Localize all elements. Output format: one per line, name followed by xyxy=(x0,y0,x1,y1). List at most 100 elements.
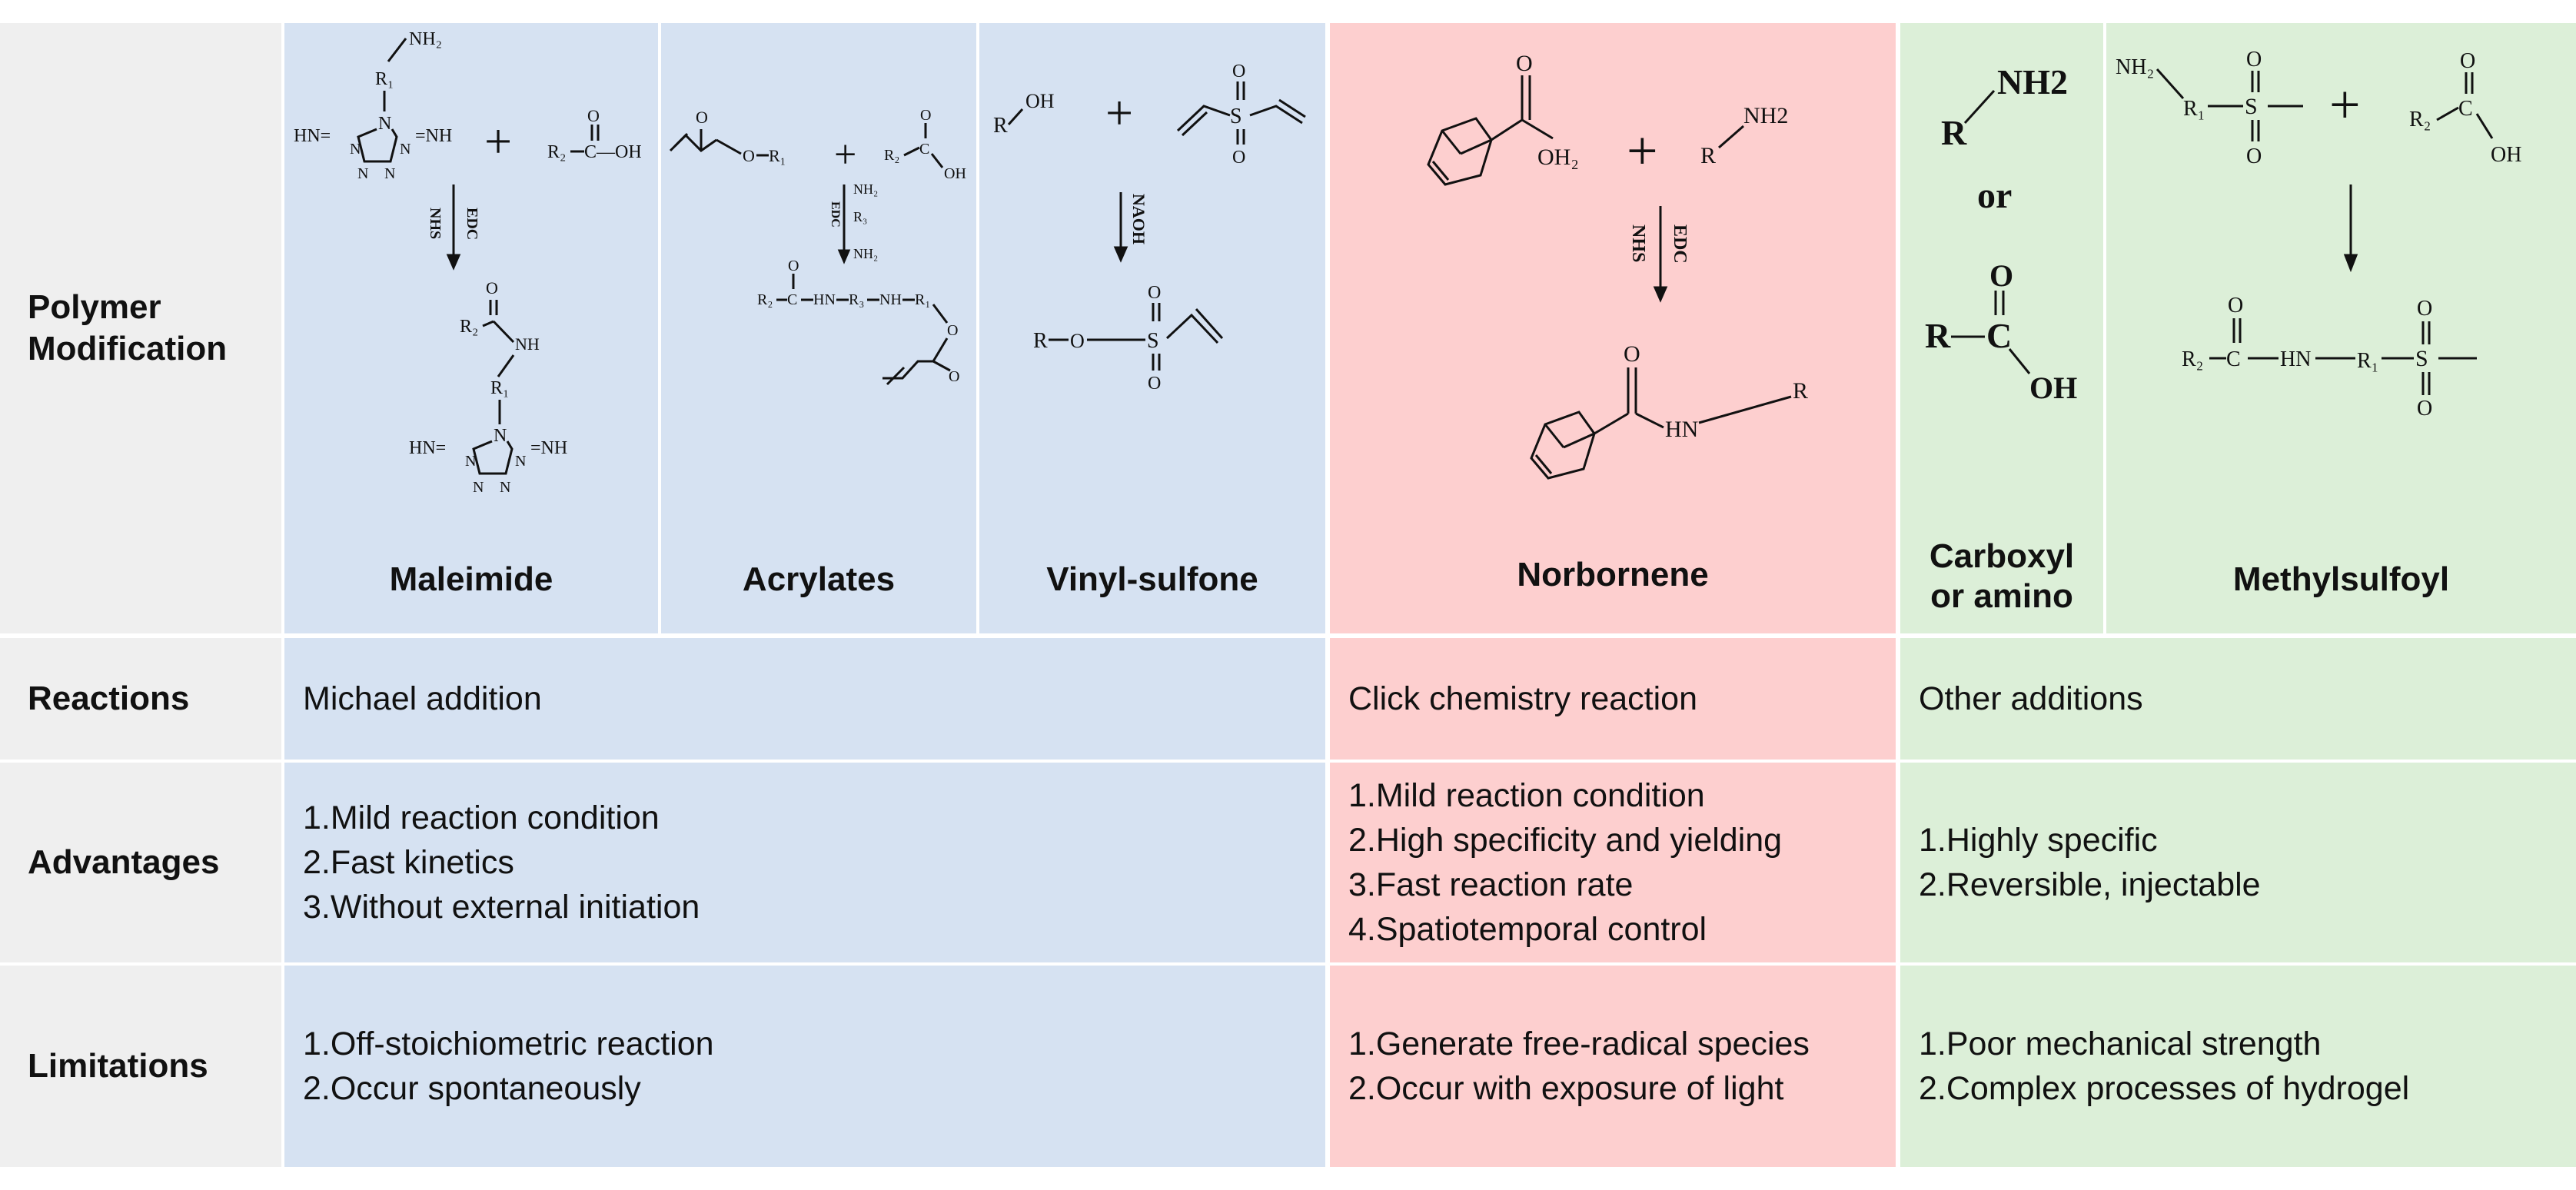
limitations-cell-click: 1.Generate free-radical species 2.Occur … xyxy=(1330,966,1896,1167)
row-header-polymer-modification: Polymer Modification xyxy=(0,23,281,633)
chem-label: O xyxy=(1232,61,1245,81)
reaction-text: Michael addition xyxy=(303,680,542,717)
chem-label: R₂ xyxy=(460,317,478,337)
chem-label: N xyxy=(465,453,476,470)
row-header-limitations: Limitations xyxy=(0,966,281,1167)
chem-label: S xyxy=(2245,94,2258,119)
chem-label: HN xyxy=(2280,347,2311,371)
chem-label: O xyxy=(486,278,498,298)
cell-carboxyl-amino xyxy=(1900,23,2103,633)
chem-label: O xyxy=(920,107,931,124)
chem-label: O xyxy=(947,322,958,339)
row-header-label: Advantages xyxy=(28,843,220,881)
norbornene-scheme: O OH₂ + R NH2 EDC NHS O HN R xyxy=(1427,51,1808,480)
row-header-label: Polymer Modification xyxy=(28,288,228,367)
chem-label: O xyxy=(743,146,755,165)
row-header-label: Reactions xyxy=(28,680,190,717)
chem-label: HN xyxy=(1665,417,1698,442)
chem-label: C xyxy=(919,141,929,158)
label-carboxyl: Carboxyl xyxy=(1929,537,2075,575)
chem-label: O xyxy=(2417,297,2432,321)
chem-label: HN= xyxy=(409,438,446,458)
chem-label: N xyxy=(500,479,510,496)
advantage-item: 2.Reversible, injectable xyxy=(1919,866,2261,903)
advantage-item: 1.Mild reaction condition xyxy=(1348,777,1705,814)
label-carboxyl-amino: Carboxyl or amino xyxy=(1900,537,2103,617)
chem-label: O xyxy=(1148,283,1161,303)
advantage-item: 2.Fast kinetics xyxy=(303,844,514,881)
reaction-cell-michael: Michael addition xyxy=(284,638,1325,760)
chem-label: N xyxy=(515,453,526,470)
chem-label: O xyxy=(2246,145,2262,168)
chem-label: N xyxy=(400,141,410,158)
chem-label: R xyxy=(993,114,1008,138)
chem-label: R₁ xyxy=(915,291,930,308)
chem-label: C xyxy=(1986,316,2012,355)
chem-label: O xyxy=(1070,330,1085,352)
cell-maleimide xyxy=(284,23,658,633)
plus-icon: + xyxy=(834,133,856,177)
reagent-nhs: NHS xyxy=(427,208,444,239)
advantages-cell-michael: 1.Mild reaction condition 2.Fast kinetic… xyxy=(284,763,1325,962)
chem-label: R₂ xyxy=(757,291,773,308)
chem-label: NH₂ xyxy=(409,29,442,49)
chem-label: O xyxy=(2246,48,2262,71)
chem-label: R xyxy=(1033,329,1048,353)
limitation-item: 1.Poor mechanical strength xyxy=(1919,1025,2322,1062)
chem-label: S xyxy=(1230,105,1242,128)
advantage-item: 2.High specificity and yielding xyxy=(1348,822,1783,859)
limitation-item: 2.Occur spontaneously xyxy=(303,1070,641,1107)
chem-label: R₁ xyxy=(2357,349,2378,373)
chem-label: S xyxy=(2415,346,2428,371)
plus-icon: + xyxy=(2329,74,2361,135)
cell-norbornene xyxy=(1330,23,1896,633)
limitations-cell-michael: 1.Off-stoichiometric reaction 2.Occur sp… xyxy=(284,966,1325,1167)
advantages-cell-click: 1.Mild reaction condition 2.High specifi… xyxy=(1330,763,1896,962)
chem-label: C xyxy=(2458,97,2473,121)
plus-icon: + xyxy=(1105,85,1133,140)
chem-label: R₁ xyxy=(769,146,786,165)
maleimide-scheme: NH₂ R₁ N HN= =NH N N N N + R₂ C—OH O EDC… xyxy=(294,29,642,496)
reagent-naoh: NAOH xyxy=(1129,194,1148,244)
label-vinyl-sulfone: Vinyl-sulfone xyxy=(1046,560,1258,598)
chem-label: R₃ xyxy=(853,209,867,224)
chem-label: S xyxy=(1147,329,1159,353)
chem-label: HN= xyxy=(294,126,331,146)
methylsulfoyl-scheme: NH₂ R₁ S O O + R₂ C O OH R₂ C O HN R₁ S xyxy=(2116,48,2521,420)
row-header-label: Limitations xyxy=(28,1047,208,1085)
reaction-cell-click: Click chemistry reaction xyxy=(1330,638,1896,760)
chem-label: NH xyxy=(515,334,540,354)
row-header-reactions: Reactions xyxy=(0,638,281,760)
chem-label: R₂ xyxy=(2409,108,2431,131)
chem-label: or xyxy=(1977,175,2012,216)
chem-label: N xyxy=(473,479,484,496)
reagent-edc: EDC xyxy=(1670,224,1690,264)
chem-label: R xyxy=(1793,378,1808,404)
advantage-item: 3.Fast reaction rate xyxy=(1348,866,1634,903)
chem-label: C xyxy=(2226,347,2241,371)
chem-label: O xyxy=(1516,51,1533,76)
chem-label: C—OH xyxy=(584,142,642,162)
chem-label: C xyxy=(787,291,797,308)
advantages-cell-other: 1.Highly specific 2.Reversible, injectab… xyxy=(1900,763,2576,962)
reaction-text: Click chemistry reaction xyxy=(1348,680,1697,717)
chem-label: NH₂ xyxy=(853,181,878,197)
chem-label: O xyxy=(1232,148,1245,168)
label-methylsulfoyl: Methylsulfoyl xyxy=(2232,560,2450,598)
chem-label: O xyxy=(587,106,600,125)
label-norbornene: Norbornene xyxy=(1517,556,1709,593)
chem-label: R xyxy=(1925,316,1951,355)
chem-label: N xyxy=(494,426,507,446)
chem-label: O xyxy=(788,258,799,274)
chem-label: OH xyxy=(1025,90,1055,112)
chem-label: R₁ xyxy=(490,378,509,398)
chem-label: O xyxy=(949,368,959,385)
reaction-text: Other additions xyxy=(1919,680,2143,717)
label-maleimide: Maleimide xyxy=(389,560,553,598)
chem-label: NH2 xyxy=(1743,103,1788,128)
chem-label: O xyxy=(1624,341,1640,367)
vinyl-sulfone-scheme: R OH + S O O NAOH R O S O O xyxy=(993,61,1306,394)
reagent-edc: EDC xyxy=(464,208,480,240)
carboxyl-amino-scheme: R NH2 or R C O OH xyxy=(1925,62,2077,405)
limitation-item: 2.Complex processes of hydrogel xyxy=(1919,1070,2410,1107)
